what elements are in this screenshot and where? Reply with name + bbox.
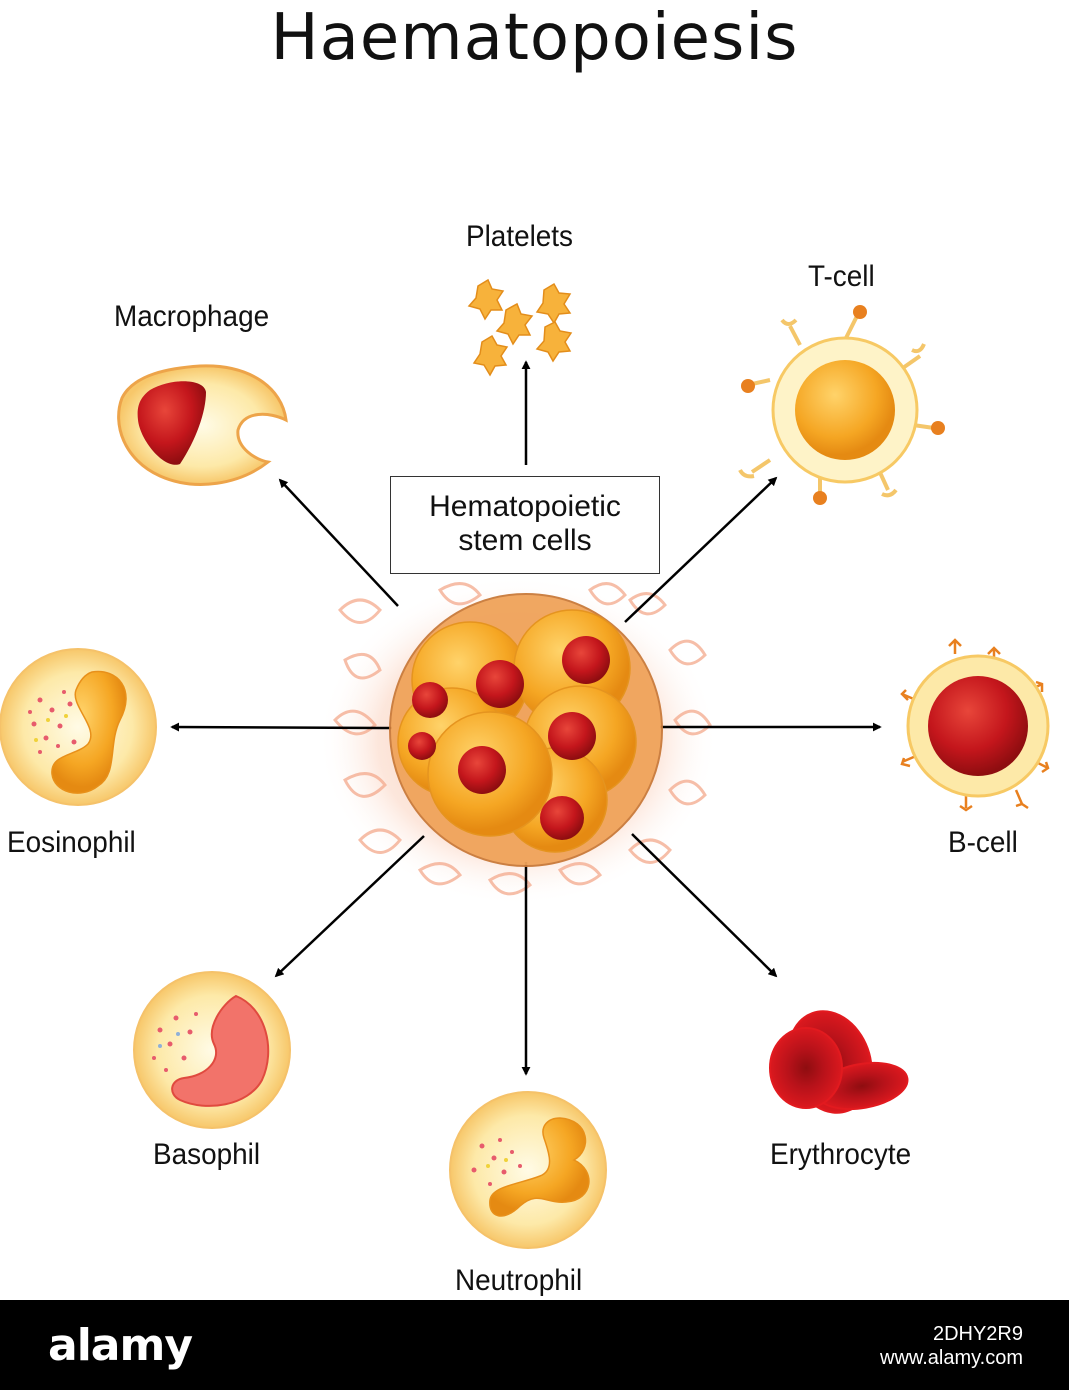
label-platelets: Platelets (466, 220, 574, 253)
label-erythrocyte: Erythrocyte (770, 1138, 912, 1171)
t-cell-icon (738, 305, 945, 505)
stem-cell-cluster (389, 593, 663, 867)
label-macrophage: Macrophage (114, 300, 270, 333)
diagram-canvas (0, 278, 1050, 1249)
page-title: Haematopoiesis (270, 1, 799, 75)
watermark-brand: alamy (48, 1320, 193, 1371)
arrow-to-macrophage (278, 478, 399, 607)
eosinophil-icon (0, 648, 157, 806)
macrophage-icon (117, 364, 288, 486)
watermark-image-id: 2DHY2R9 (932, 1323, 1023, 1345)
erythrocyte-icon (769, 1010, 909, 1114)
arrows (170, 360, 882, 1076)
stem-cells-label-line2: stem cells (458, 524, 592, 557)
watermark-bar (0, 1300, 1069, 1390)
label-basophil: Basophil (153, 1138, 261, 1171)
label-t-cell: T-cell (808, 260, 875, 293)
arrow-to-basophil (274, 835, 425, 978)
arrow-to-erythrocyte (631, 833, 778, 978)
stem-cells-label-line1: Hematopoietic (429, 490, 621, 523)
watermark-url: www.alamy.com (880, 1347, 1023, 1369)
label-neutrophil: Neutrophil (455, 1264, 583, 1297)
platelets-icon (467, 278, 573, 377)
arrow-to-eosinophil (170, 722, 393, 732)
basophil-icon (133, 971, 291, 1129)
label-b-cell: B-cell (948, 826, 1018, 859)
neutrophil-icon (449, 1091, 607, 1249)
arrow-to-t-cell (624, 476, 778, 623)
stem-cells-label-box: Hematopoietic stem cells (390, 476, 660, 574)
label-eosinophil: Eosinophil (7, 826, 136, 859)
b-cell-icon (900, 638, 1050, 812)
